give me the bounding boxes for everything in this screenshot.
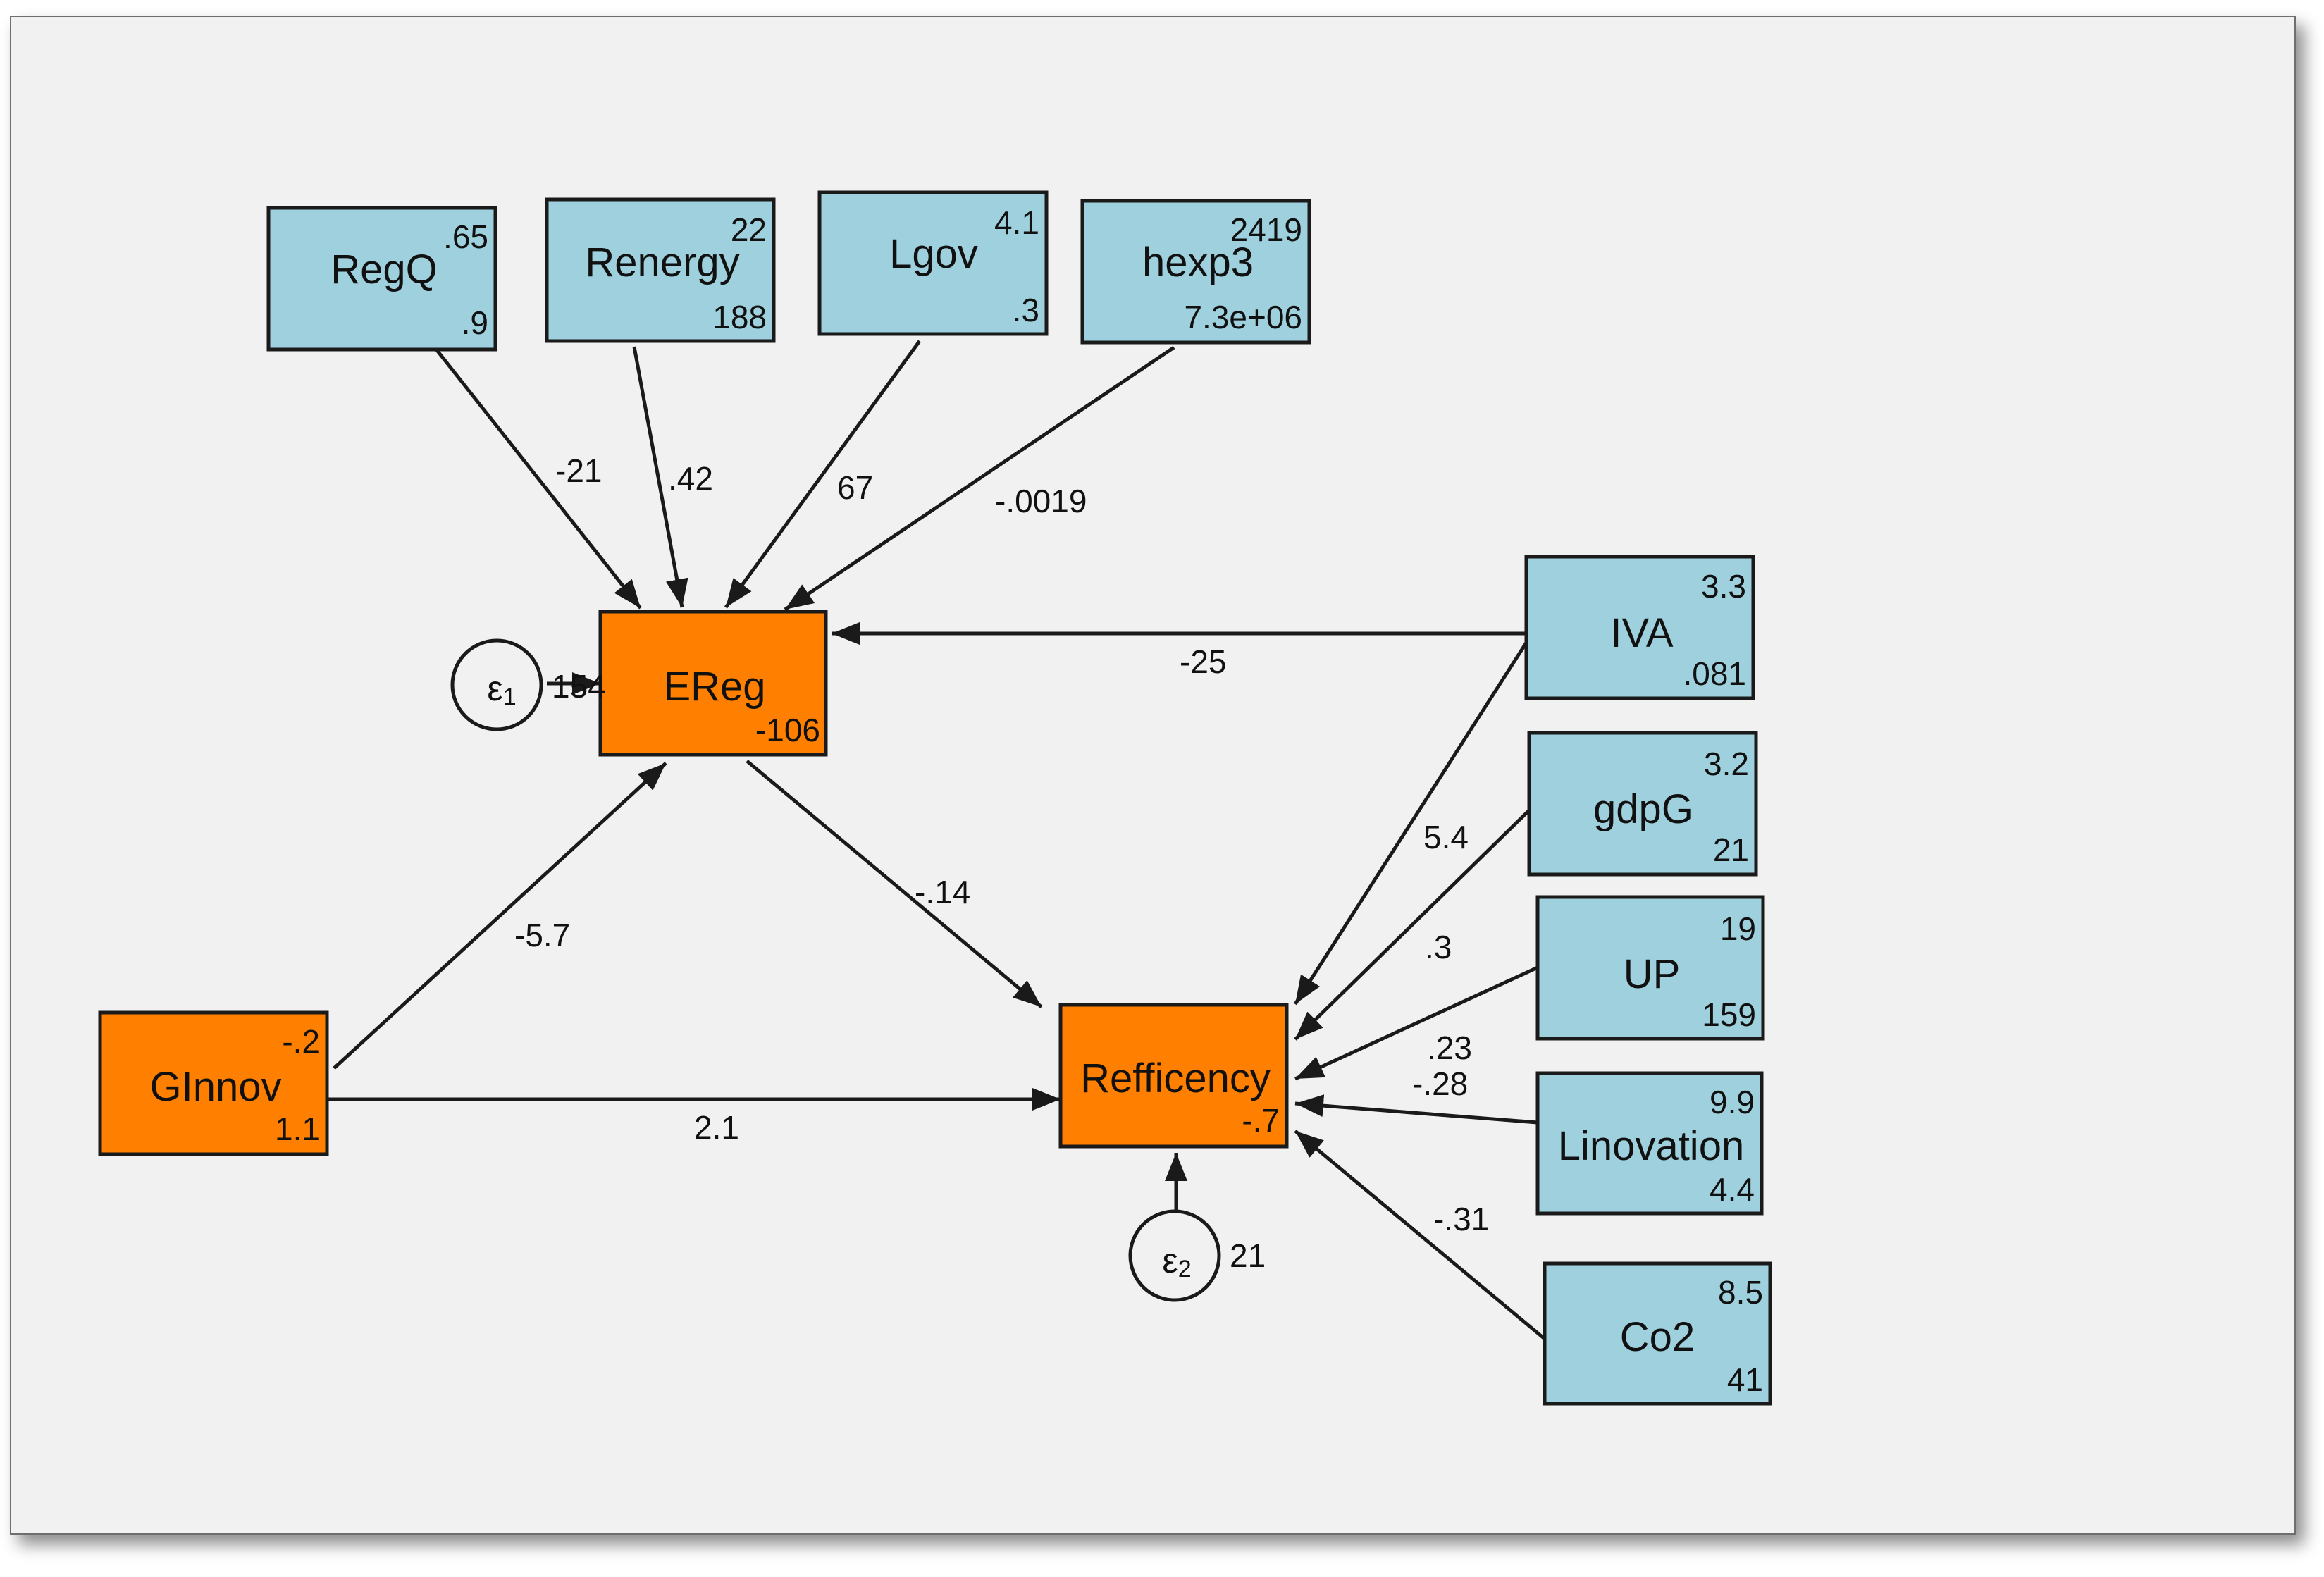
node-linovation-top-value: 9.9	[1710, 1084, 1755, 1120]
node-co2-top-value: 8.5	[1718, 1274, 1763, 1311]
node-ereg-name: EReg	[663, 664, 765, 710]
svg-text:ε1: ε1	[487, 669, 516, 710]
node-ginnov[interactable]: GInnov -.2 1.1	[98, 1010, 329, 1156]
node-hexp3-name: hexp3	[1142, 240, 1254, 285]
arrow-lgov-ereg	[724, 340, 922, 609]
node-regq-top-value: .65	[443, 218, 488, 255]
node-iva-bottom-value: .081	[1683, 655, 1746, 692]
node-co2[interactable]: Co2 8.5 41	[1543, 1261, 1772, 1406]
node-linovation[interactable]: Linovation 9.9 4.4	[1535, 1071, 1764, 1216]
error-e2-index: 2	[1178, 1256, 1192, 1282]
node-lgov-bottom-value: .3	[1013, 292, 1039, 328]
path-label-ginnov-ereg: -5.7	[514, 917, 570, 953]
node-linovation-bottom-value: 4.4	[1710, 1171, 1755, 1208]
node-lgov-name: Lgov	[889, 231, 978, 277]
node-regq[interactable]: RegQ .65 .9	[266, 206, 497, 352]
path-label-co2-refficency: -.31	[1433, 1201, 1489, 1237]
arrow-linovation-refficency	[1294, 1094, 1538, 1125]
node-ereg[interactable]: EReg -106	[598, 610, 828, 757]
node-hexp3-top-value: 2419	[1230, 211, 1302, 248]
node-ereg-bottom-value: -106	[755, 712, 820, 748]
node-renergy-top-value: 22	[731, 211, 767, 248]
path-label-gdpg-refficency: .3	[1425, 929, 1452, 965]
error-e2-variance: 21	[1230, 1237, 1266, 1274]
node-iva-top-value: 3.3	[1701, 568, 1746, 605]
node-regq-name: RegQ	[330, 247, 438, 292]
node-up-top-value: 19	[1720, 910, 1756, 947]
path-label-renergy-ereg: .42	[668, 460, 713, 497]
node-co2-bottom-value: 41	[1727, 1361, 1763, 1398]
node-hexp3[interactable]: hexp3 2419 7.3e+06	[1080, 199, 1311, 345]
path-label-lgov-ereg: 67	[837, 469, 873, 506]
node-up-name: UP	[1624, 951, 1681, 997]
node-up-bottom-value: 159	[1702, 996, 1756, 1033]
node-renergy-name: Renergy	[585, 240, 739, 285]
node-co2-name: Co2	[1620, 1314, 1695, 1360]
node-gdpg-top-value: 3.2	[1704, 746, 1749, 782]
arrow-regq-ereg	[435, 349, 642, 610]
path-label-up-refficency: .23	[1427, 1029, 1472, 1066]
node-refficency[interactable]: Refficency -.7	[1058, 1003, 1289, 1149]
node-hexp3-bottom-value: 7.3e+06	[1184, 299, 1302, 335]
node-gdpg-bottom-value: 21	[1713, 831, 1749, 868]
error-e1-index: 1	[503, 684, 517, 710]
path-label-linovation-refficency: -.28	[1412, 1065, 1468, 1102]
path-label-ginnov-refficency: 2.1	[694, 1109, 739, 1146]
path-label-hexp3-ereg: -.0019	[995, 483, 1087, 519]
path-labels: -21 .42 67 -.0019 -25 -5.7 -.14 2.1 5.4 …	[514, 452, 1489, 1237]
arrow-gdpg-refficency	[1294, 809, 1531, 1041]
arrow-ginnov-ereg	[333, 762, 667, 1070]
arrow-co2-refficency	[1294, 1130, 1546, 1340]
node-gdpg-name: gdpG	[1593, 786, 1693, 832]
error-e2: ε2 21	[1128, 1209, 1266, 1302]
node-lgov[interactable]: Lgov 4.1 .3	[817, 190, 1049, 336]
arrow-up-refficency	[1294, 965, 1539, 1081]
node-renergy-bottom-value: 188	[712, 299, 767, 335]
path-arrows	[328, 340, 1546, 1340]
node-iva-name: IVA	[1610, 610, 1673, 656]
arrow-ereg-refficency	[746, 760, 1043, 1008]
node-regq-bottom-value: .9	[462, 304, 488, 341]
error-e1: ε1 154	[450, 638, 606, 731]
node-lgov-top-value: 4.1	[994, 204, 1039, 241]
node-refficency-bottom-value: -.7	[1242, 1102, 1280, 1139]
arrow-renergy-ereg	[632, 346, 688, 608]
error-e1-symbol: ε	[487, 669, 502, 708]
error-e2-symbol: ε	[1162, 1241, 1178, 1280]
node-ginnov-name: GInnov	[150, 1064, 282, 1110]
node-renergy[interactable]: Renergy 22 188	[545, 197, 776, 343]
node-refficency-name: Refficency	[1080, 1056, 1271, 1101]
path-label-iva-refficency: 5.4	[1423, 819, 1469, 855]
error-e1-variance: 154	[552, 668, 606, 705]
path-label-iva-ereg: -25	[1180, 643, 1226, 680]
node-iva[interactable]: IVA 3.3 .081	[1524, 555, 1755, 700]
path-label-regq-ereg: -21	[555, 452, 602, 489]
node-up[interactable]: UP 19 159	[1535, 895, 1765, 1041]
path-label-ereg-refficency: -.14	[915, 874, 970, 910]
arrow-hexp3-ereg	[784, 345, 1175, 612]
arrow-iva-refficency	[1293, 641, 1528, 1006]
node-linovation-name: Linovation	[1558, 1123, 1744, 1169]
node-gdpg[interactable]: gdpG 3.2 21	[1527, 731, 1758, 877]
svg-text:ε2: ε2	[1162, 1241, 1191, 1282]
node-ginnov-top-value: -.2	[282, 1023, 320, 1060]
node-ginnov-bottom-value: 1.1	[275, 1111, 320, 1147]
